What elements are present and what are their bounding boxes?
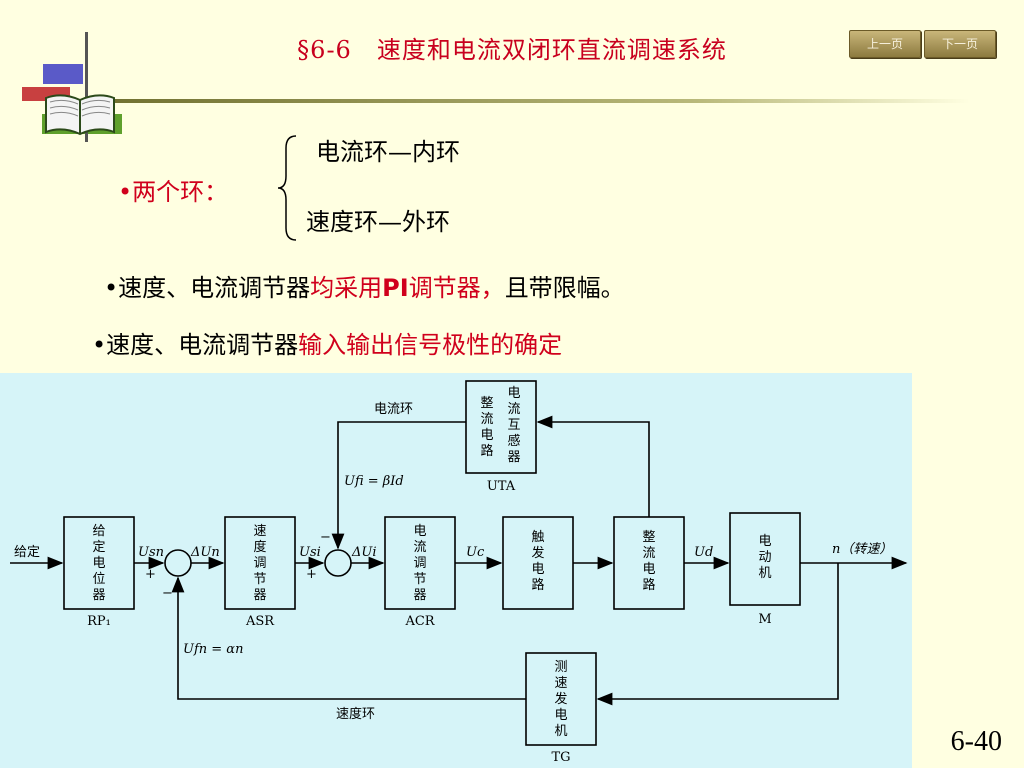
uta-col2-char-1: 电: [507, 386, 520, 401]
asr-caption: ASR: [245, 614, 275, 629]
uta-col1-char-2: 流: [480, 412, 493, 427]
current-loop-label: 电流环: [374, 402, 413, 417]
uta-col2-char-4: 感: [507, 433, 520, 449]
input-label: 给定: [14, 545, 40, 560]
page-number: 6-40: [950, 726, 1002, 757]
tg-char-4: 电: [554, 708, 567, 723]
motor-char-1: 电: [758, 534, 771, 549]
current-plus-sign: +: [306, 567, 317, 582]
rp1-char-2: 定: [92, 540, 105, 555]
open-book-icon: [45, 94, 115, 136]
tg-char-5: 机: [554, 724, 567, 739]
polarity-line: •速度、电流调节器输入输出信号极性的确定: [92, 331, 563, 359]
current-minus-sign: −: [320, 530, 331, 545]
acr-char-2: 流: [413, 540, 426, 555]
speed-output-label: n（转速）: [832, 541, 892, 557]
asr-char-2: 度: [253, 539, 266, 555]
rp1-char-5: 器: [92, 588, 105, 603]
double-loop-block-diagram: 给 定 电 位 器 RP₁ 速 度 调 节 器 ASR 电 流 调 节 器 AC…: [0, 373, 912, 768]
current-loop-text: 电流环—内环: [316, 138, 460, 166]
uta-col1-char-1: 整: [480, 396, 493, 411]
speed-minus-sign: −: [162, 586, 173, 601]
asr-char-3: 调: [253, 556, 266, 571]
decor-blue-block: [43, 64, 83, 84]
usn-label: Usn: [138, 545, 164, 560]
next-page-button[interactable]: 下一页: [924, 30, 996, 58]
uc-label: Uc: [466, 545, 485, 560]
speed-loop-text: 速度环—外环: [306, 208, 450, 236]
uta-col1-char-3: 电: [480, 428, 493, 443]
delta-un-label: ΔUn: [190, 545, 220, 560]
uta-col2-char-3: 互: [507, 418, 520, 433]
rp1-caption: RP₁: [87, 614, 111, 629]
usi-label: Usi: [299, 545, 321, 560]
rp1-char-1: 给: [92, 524, 105, 539]
asr-char-5: 器: [253, 588, 266, 603]
two-loops-bullet: •两个环：: [118, 178, 229, 206]
speed-plus-sign: +: [145, 567, 156, 582]
rectifier-char-4: 路: [642, 577, 655, 593]
uta-col2-char-5: 器: [507, 450, 520, 465]
tg-caption: TG: [551, 750, 570, 765]
prev-page-button[interactable]: 上一页: [849, 30, 921, 58]
rectifier-char-3: 电: [642, 562, 655, 577]
acr-char-1: 电: [413, 524, 426, 539]
rectifier-char-1: 整: [642, 530, 655, 545]
uta-col1-char-4: 路: [480, 443, 493, 459]
uta-col2-char-2: 流: [507, 402, 520, 417]
acr-char-5: 器: [413, 588, 426, 603]
speed-loop-label: 速度环: [336, 706, 375, 722]
header-vertical-rule: [85, 32, 88, 142]
acr-char-3: 调: [413, 556, 426, 571]
trigger-char-3: 电: [531, 562, 544, 577]
tg-char-2: 速: [554, 676, 567, 691]
rp1-char-4: 位: [92, 572, 105, 587]
block-uta: [465, 380, 537, 474]
trigger-char-2: 发: [531, 545, 544, 561]
tg-char-3: 发: [554, 691, 567, 707]
trigger-char-4: 路: [531, 577, 544, 593]
ufi-label: Ufi = βId: [344, 474, 404, 489]
rectifier-char-2: 流: [642, 546, 655, 561]
delta-ui-label: ΔUi: [351, 545, 377, 560]
tg-char-1: 测: [554, 660, 567, 675]
ud-label: Ud: [694, 545, 713, 560]
motor-char-3: 机: [758, 566, 771, 581]
page-title: §6-6 速度和电流双闭环直流调速系统: [297, 36, 727, 64]
header-rule: [60, 99, 970, 103]
curly-brace: [277, 135, 297, 241]
motor-char-2: 动: [758, 550, 771, 565]
ufn-label: Ufn = αn: [183, 642, 243, 657]
asr-char-1: 速: [253, 524, 266, 539]
trigger-char-1: 触: [531, 530, 544, 545]
pi-regulator-line: •速度、电流调节器均采用PI调节器，且带限幅。: [104, 274, 625, 302]
acr-caption: ACR: [404, 614, 435, 629]
motor-caption: M: [758, 612, 771, 627]
acr-char-4: 节: [413, 572, 426, 587]
uta-caption: UTA: [487, 479, 516, 494]
diagram-background: [0, 373, 912, 768]
asr-char-4: 节: [253, 572, 266, 587]
rp1-char-3: 电: [92, 556, 105, 571]
block-motor: [729, 512, 801, 606]
